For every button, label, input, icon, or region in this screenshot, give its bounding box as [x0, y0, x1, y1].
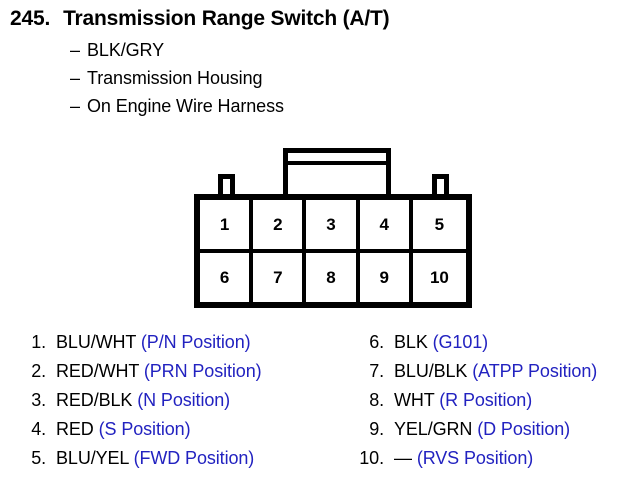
connector-pin-body: 1 2 3 4 5 6 7 8 9 10 — [194, 194, 472, 308]
dash-bullet-icon: – — [70, 68, 80, 88]
subtitle-line-0-text: BLK/GRY — [87, 40, 165, 60]
title-number: 245. — [10, 7, 51, 30]
legend-item-7: 7. BLU/BLK (ATPP Position) — [352, 361, 639, 390]
subtitle-line-wire-color: –BLK/GRY — [70, 40, 164, 61]
legend-position: (FWD Position) — [133, 448, 255, 468]
legend-wire-color: BLK — [394, 332, 428, 352]
legend-item-3: 3. RED/BLK (N Position) — [14, 390, 334, 419]
pin-cell-2: 2 — [253, 200, 307, 249]
legend-position: (RVS Position) — [416, 448, 534, 468]
pin-cell-6: 6 — [200, 253, 254, 302]
connector-top-latch-tab — [283, 148, 391, 196]
legend-position: (S Position) — [98, 419, 191, 439]
page-title: 245. Transmission Range Switch (A/T) — [10, 7, 390, 31]
pin-cell-3: 3 — [306, 200, 360, 249]
legend-item-5: 5. BLU/YEL (FWD Position) — [14, 448, 334, 477]
pin-cell-7: 7 — [253, 253, 307, 302]
subtitle-line-1-text: Transmission Housing — [87, 68, 263, 88]
connector-diagram: 1 2 3 4 5 6 7 8 9 10 — [194, 148, 472, 308]
legend-wire-color: RED/WHT — [56, 361, 139, 381]
pin-cell-9: 9 — [360, 253, 413, 302]
legend-position: (ATPP Position) — [472, 361, 598, 381]
legend-wire-color: BLU/WHT — [56, 332, 136, 352]
legend-position: (R Position) — [439, 390, 533, 410]
pin-cell-5: 5 — [434, 214, 445, 234]
legend-item-8: 8. WHT (R Position) — [352, 390, 639, 419]
legend-wire-color: YEL/GRN — [394, 419, 473, 439]
subtitle-line-harness: –On Engine Wire Harness — [70, 96, 284, 117]
legend-item-9: 9. YEL/GRN (D Position) — [352, 419, 639, 448]
dash-bullet-icon: – — [70, 40, 80, 60]
legend-number: 9. — [369, 419, 384, 439]
pin-cell-1: 1 — [200, 200, 254, 249]
legend-item-6: 6. BLK (G101) — [352, 332, 639, 361]
pin-cell-10: 10 — [429, 267, 449, 287]
legend-column-left: 1. BLU/WHT (P/N Position) 2. RED/WHT (PRN … — [14, 332, 334, 477]
legend-number: 3. — [31, 390, 46, 410]
legend-wire-color: RED — [56, 419, 94, 439]
title-text: Transmission Range Switch (A/T) — [63, 7, 390, 30]
legend-number: 8. — [369, 390, 384, 410]
legend-number: 4. — [31, 419, 46, 439]
legend-number: 6. — [369, 332, 384, 352]
legend-item-2: 2. RED/WHT (PRN Position) — [14, 361, 334, 390]
legend-position: (D Position) — [477, 419, 571, 439]
subtitle-line-2-text: On Engine Wire Harness — [87, 96, 284, 116]
subtitle-line-location: –Transmission Housing — [70, 68, 263, 89]
legend-item-1: 1. BLU/WHT (P/N Position) — [14, 332, 334, 361]
legend-position: (P/N Position) — [140, 332, 251, 352]
pin-row-top: 1 2 3 4 5 — [200, 200, 466, 253]
legend-position: (PRN Position) — [143, 361, 262, 381]
legend-position: (G101) — [432, 332, 489, 352]
legend-wire-color: BLU/BLK — [394, 361, 468, 381]
connector-right-side-tab — [432, 174, 449, 198]
legend-item-4: 4. RED (S Position) — [14, 419, 334, 448]
connector-left-side-tab — [218, 174, 235, 198]
legend-number: 1. — [31, 332, 46, 352]
legend-wire-color: WHT — [394, 390, 435, 410]
legend-item-10: 10. — (RVS Position) — [352, 448, 639, 477]
pin-row-bottom: 6 7 8 9 10 — [200, 253, 466, 302]
legend-number: 2. — [31, 361, 46, 381]
legend-wire-color: BLU/YEL — [56, 448, 129, 468]
legend-wire-color: — — [394, 448, 412, 468]
dash-bullet-icon: – — [70, 96, 80, 116]
pin-cell-4: 4 — [360, 200, 413, 249]
connector-top-latch-inner-line — [283, 161, 391, 165]
legend-column-right: 6. BLK (G101) 7. BLU/BLK (ATPP Position) 8… — [352, 332, 639, 477]
legend-number: 10. — [359, 448, 384, 468]
legend-number: 5. — [31, 448, 46, 468]
legend-wire-color: RED/BLK — [56, 390, 133, 410]
legend-position: (N Position) — [137, 390, 231, 410]
legend-number: 7. — [369, 361, 384, 381]
pin-cell-8: 8 — [306, 253, 360, 302]
